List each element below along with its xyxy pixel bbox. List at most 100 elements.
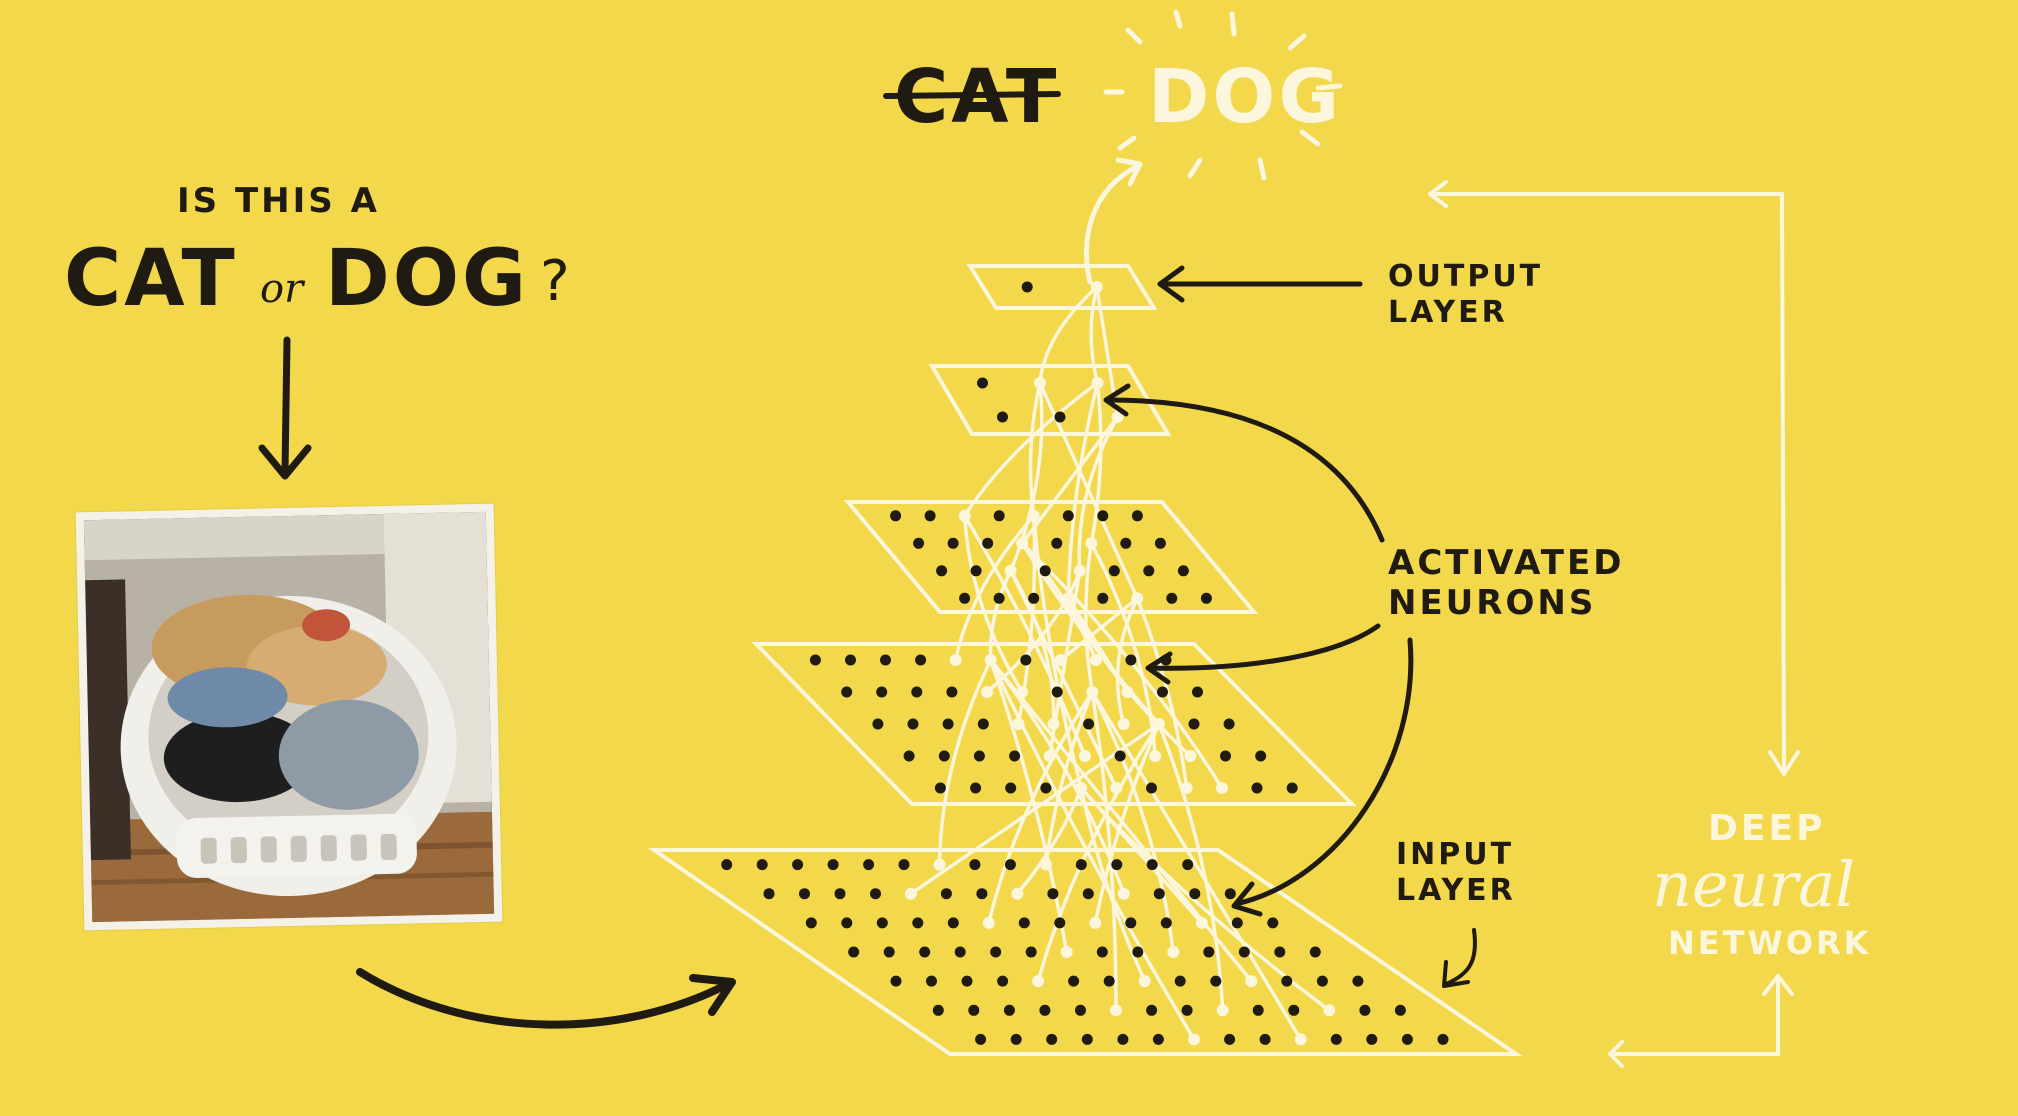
activated-neuron-dot [1043, 750, 1056, 762]
neuron-dot [1154, 537, 1166, 549]
activated-neuron-dot [1111, 411, 1124, 423]
neuron-dot [936, 565, 948, 577]
neuron-dot [883, 946, 895, 958]
neuron-dot [926, 975, 937, 987]
activated-neurons-label-line1: ACTIVATED [1388, 543, 1624, 583]
activated-neurons-label-line2: NEURONS [1388, 583, 1596, 623]
activated-neuron-dot [1054, 654, 1067, 666]
hidden-layer-3 [751, 642, 1357, 806]
neuron-dot [1010, 1033, 1022, 1045]
neuron-dot [982, 537, 994, 549]
neuron-dot [1117, 1033, 1129, 1045]
activated-neuron-dot [1012, 718, 1025, 730]
neuron-dot [1316, 975, 1328, 987]
neuron-dot [1192, 686, 1203, 698]
neuron-dot [973, 750, 985, 762]
cat-photo [75, 503, 503, 931]
neuron-dot [1009, 750, 1021, 762]
neuron-dot [890, 510, 902, 522]
neuron-dot [1114, 750, 1126, 762]
activated-neuron-dot [1180, 782, 1193, 794]
neuron-dot [1020, 654, 1032, 666]
neuron-dot [1210, 975, 1222, 987]
activated-neuron-dot [1089, 654, 1102, 666]
activated-neuron-dot [1184, 750, 1197, 762]
neuron-dot [912, 917, 924, 929]
activated-neuron-dot [1075, 782, 1088, 794]
neuron-dot [907, 718, 919, 730]
neuron-dot [1003, 1004, 1015, 1016]
neuron-dot [876, 686, 888, 698]
activated-neuron-dot [982, 916, 995, 929]
neuron-dot [1252, 1004, 1264, 1016]
activated-neuron-dot [958, 509, 971, 522]
neuron-dot [1046, 1033, 1058, 1045]
neuron-dot [1251, 782, 1263, 794]
connection-line [962, 514, 1024, 694]
neuron-dot [1259, 1033, 1271, 1045]
output-layer [966, 264, 1158, 310]
neuron-dot [1108, 565, 1120, 577]
input-layer-label-line2: LAYER [1396, 873, 1516, 908]
neuron-dot [1188, 718, 1200, 730]
activated-neuron-dot [1004, 564, 1017, 577]
neuron-dot [976, 888, 988, 900]
neuron-dot [1309, 946, 1321, 958]
neuron-dot [863, 859, 875, 871]
neuron-dot [1177, 565, 1189, 577]
neuron-dot [1054, 917, 1066, 929]
activated-neuron-dot [1110, 782, 1123, 794]
neuron-dot [1143, 565, 1155, 577]
neuron-dot [1274, 946, 1286, 958]
neuron-dot [1166, 592, 1178, 604]
neuron-dot [1097, 592, 1109, 604]
neuron-dot [1039, 565, 1051, 577]
neuron-dot [1081, 1033, 1093, 1045]
activated-neuron-dot [1039, 858, 1052, 871]
connection-line [1038, 285, 1099, 385]
neuron-dot [898, 859, 910, 871]
neuron-dot [1146, 782, 1157, 794]
neuron-dot [993, 592, 1005, 604]
deep-network-label-line1: DEEP [1708, 808, 1825, 849]
neuron-dot [1224, 1033, 1236, 1045]
neuron-dot [938, 750, 950, 762]
input-layer [647, 848, 1523, 1056]
activated-neuron-dot [1121, 686, 1134, 698]
neuron-dot [763, 888, 775, 900]
connection-line [988, 569, 1013, 662]
curved-arrow-icon [356, 968, 736, 1029]
connection-line [1066, 596, 1193, 758]
activated-neuron-dot [1091, 377, 1104, 389]
neuron-dot [924, 510, 936, 522]
neuron-dot [1111, 859, 1123, 871]
connection-line [1089, 381, 1103, 546]
activated-neuron-dot [1294, 1033, 1307, 1046]
connection-line [987, 690, 1095, 925]
neuron-dot [1231, 917, 1243, 929]
connection-line [1059, 596, 1140, 662]
hidden-layer-1 [928, 364, 1172, 436]
neuron-dot [1062, 510, 1074, 522]
neuron-dot [792, 859, 804, 871]
activated-neuron-dot [1167, 946, 1180, 958]
connection-line [1157, 722, 1225, 1013]
neuron-dot [1025, 946, 1037, 958]
output-to-result-arrow [1083, 157, 1143, 285]
deep-network-label-line2: neural [1652, 848, 1855, 921]
neuron-dot [890, 975, 902, 987]
neuron-dot [915, 654, 927, 666]
activated-neuron-dot [1060, 946, 1073, 958]
neuron-dot [1039, 1004, 1051, 1016]
neuron-dot [1203, 946, 1215, 958]
neuron-dot [1359, 1004, 1371, 1016]
activated-neuron-dot [1016, 686, 1029, 698]
neuron-dot [947, 917, 959, 929]
activated-neuron-dot [1047, 718, 1060, 730]
neuron-dot [756, 859, 768, 871]
neuron-dot [1096, 946, 1108, 958]
activated-neuron-dot [1245, 975, 1258, 988]
activated-neuron-dot [1085, 537, 1098, 550]
neuron-dot [954, 946, 966, 958]
